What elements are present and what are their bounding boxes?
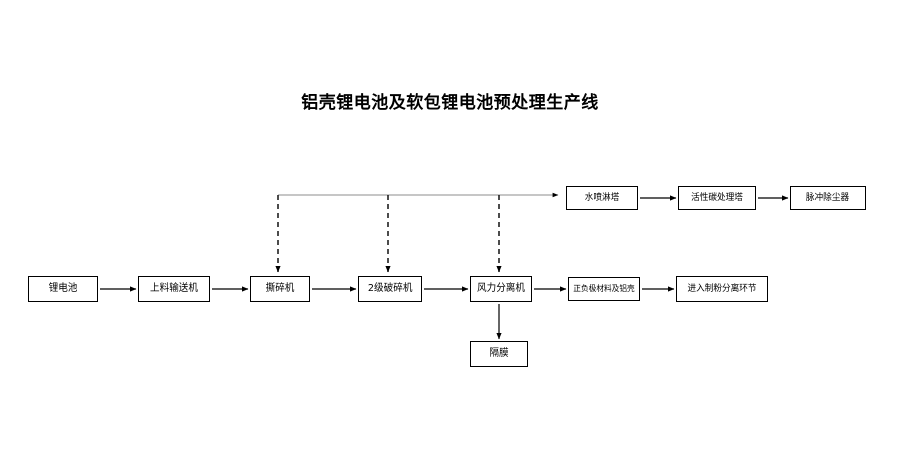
node-feed-conveyor[interactable]: 上料输送机 — [138, 276, 210, 302]
node-crusher2-label: 2级破碎机 — [367, 283, 413, 294]
node-activated-carbon-tower[interactable]: 活性碳处理塔 — [678, 186, 756, 210]
node-shredder-label: 撕碎机 — [265, 283, 295, 294]
node-battery-label: 锂电池 — [48, 283, 78, 294]
node-electrode-material-and-aluminum-shell-label: 正负极材料及铝壳 — [573, 284, 635, 293]
node-air-separator-label: 风力分离机 — [477, 283, 525, 294]
node-electrode-material-and-aluminum-shell[interactable]: 正负极材料及铝壳 — [568, 277, 640, 301]
node-separator-film-label: 隔膜 — [489, 348, 509, 359]
solid-connectors — [100, 195, 789, 340]
node-battery[interactable]: 锂电池 — [28, 276, 98, 302]
page-title: 铝壳锂电池及软包锂电池预处理生产线 — [301, 93, 599, 113]
node-powder-separation-stage[interactable]: 进入制粉分离环节 — [676, 276, 768, 302]
node-pulse-dust-collector-label: 脉冲除尘器 — [806, 192, 850, 203]
node-activated-carbon-tower-label: 活性碳处理塔 — [691, 192, 743, 203]
node-air-separator[interactable]: 风力分离机 — [470, 276, 532, 302]
node-water-spray-tower-label: 水喷淋塔 — [584, 192, 620, 203]
node-separator-film[interactable]: 隔膜 — [470, 341, 528, 367]
node-crusher2[interactable]: 2级破碎机 — [358, 276, 422, 302]
node-shredder[interactable]: 撕碎机 — [250, 276, 310, 302]
node-pulse-dust-collector[interactable]: 脉冲除尘器 — [790, 186, 866, 210]
node-water-spray-tower[interactable]: 水喷淋塔 — [566, 186, 638, 210]
dashed-connectors — [275, 195, 502, 273]
node-feed-conveyor-label: 上料输送机 — [150, 283, 198, 294]
node-powder-separation-stage-label: 进入制粉分离环节 — [687, 283, 757, 294]
